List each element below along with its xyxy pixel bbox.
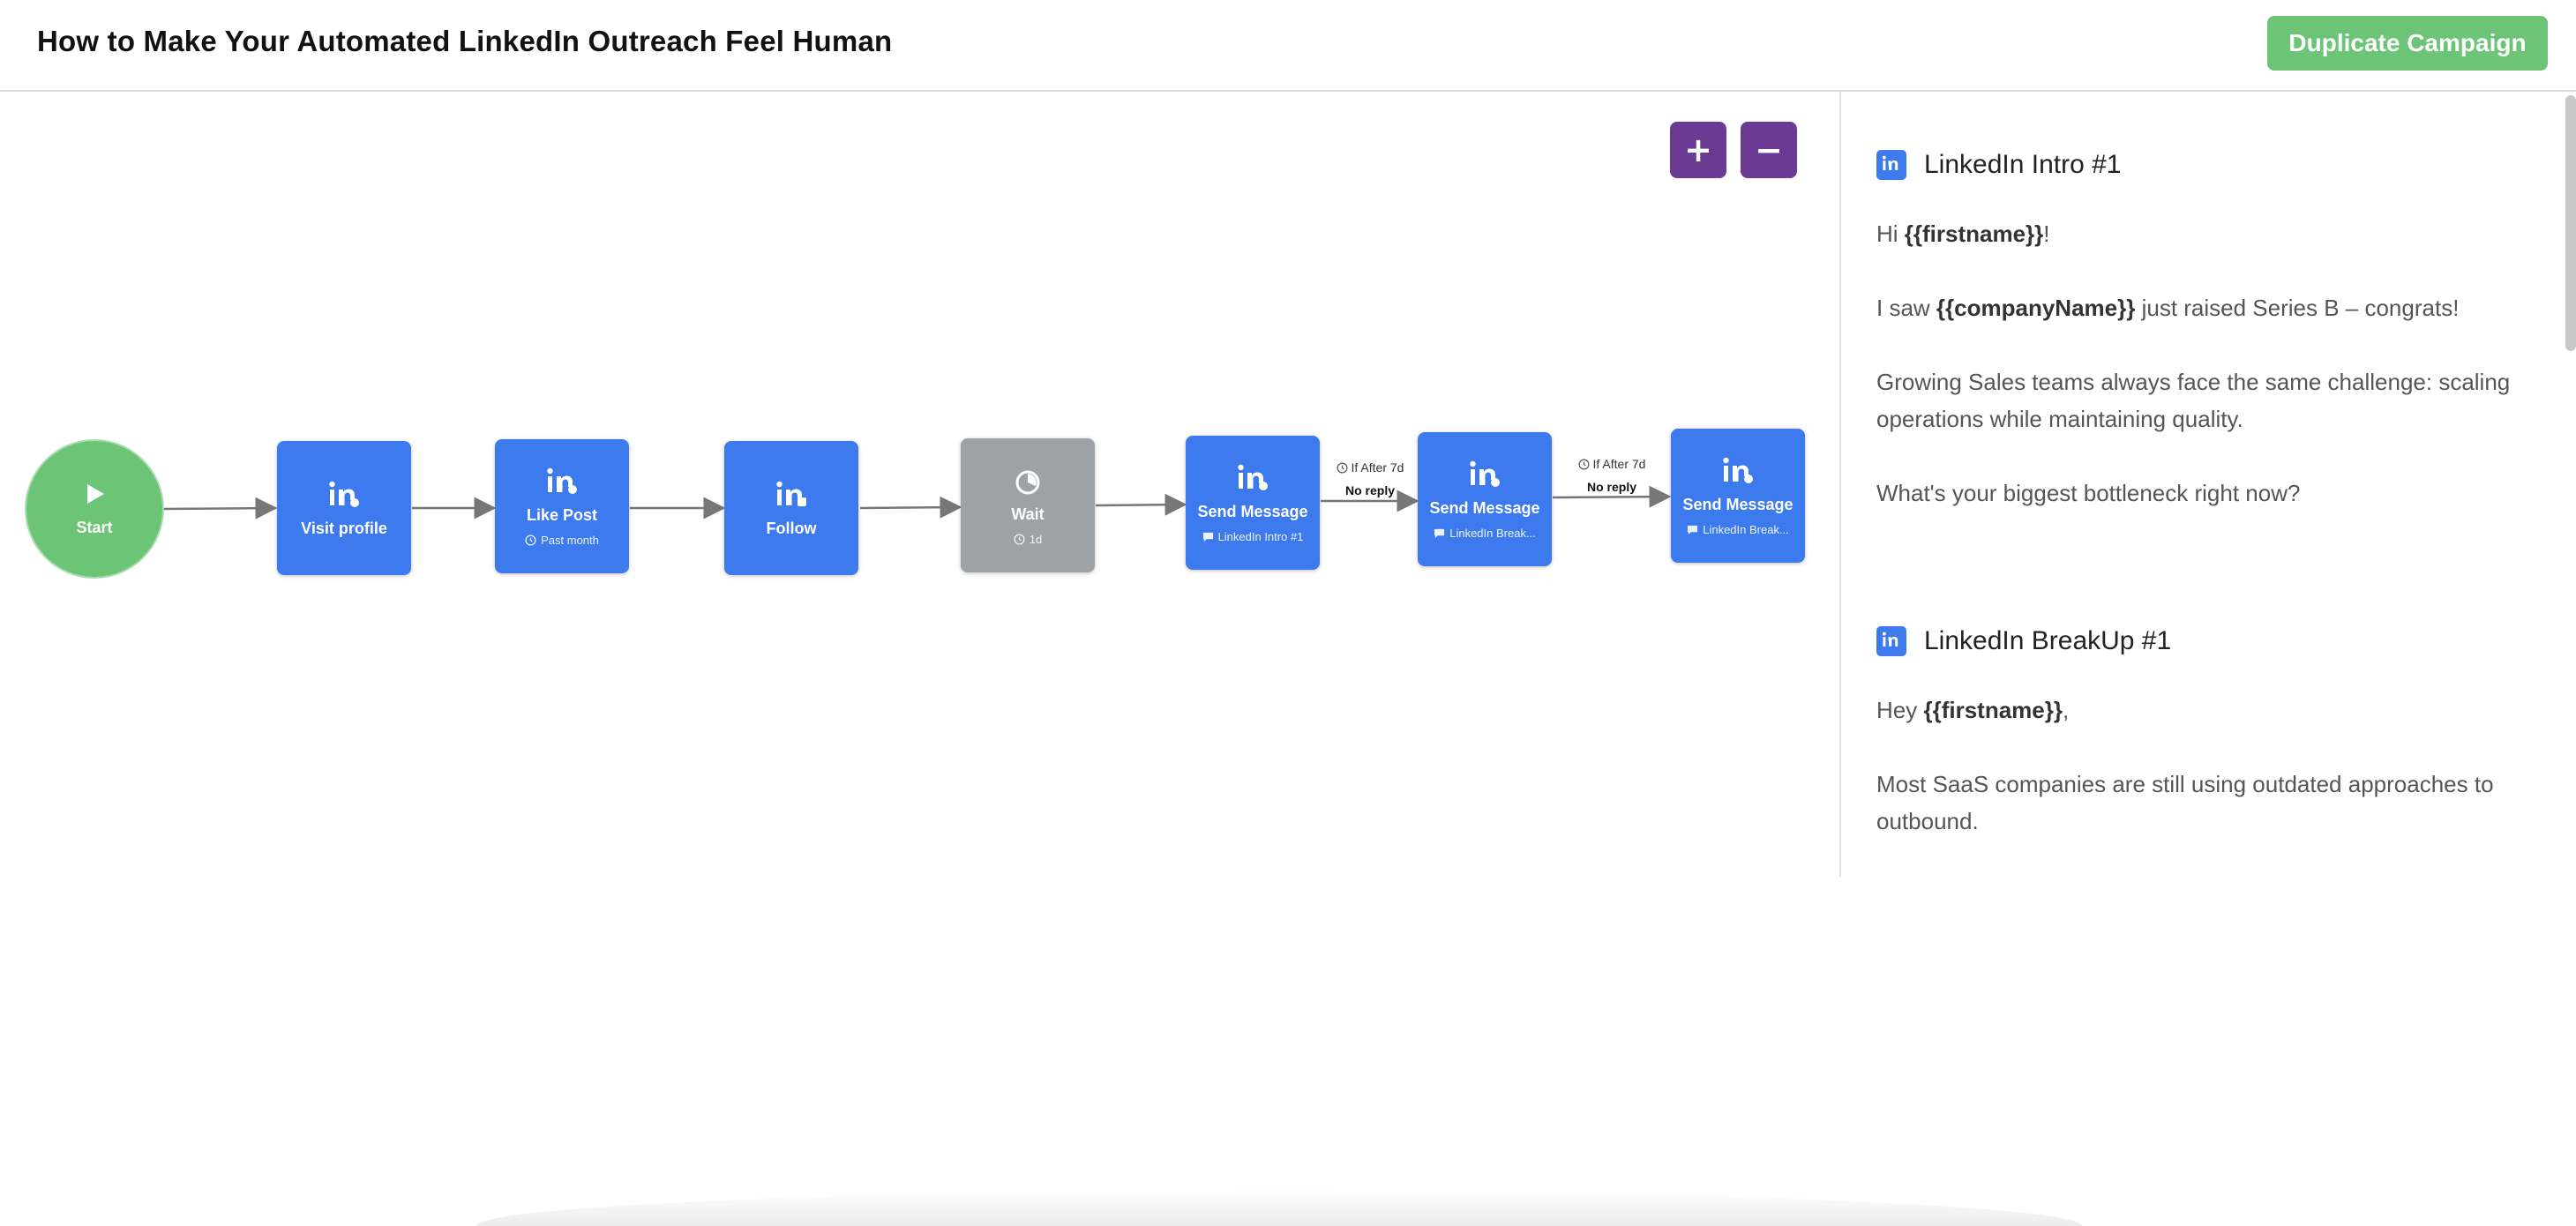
flow-canvas[interactable]: + − Start Visit profile Like Post bbox=[0, 92, 1840, 877]
edge-result: No reply bbox=[1344, 483, 1395, 497]
connector-start-visit bbox=[161, 497, 278, 520]
node-sub: LinkedIn Break... bbox=[1434, 527, 1536, 540]
page-title: How to Make Your Automated LinkedIn Outr… bbox=[37, 25, 893, 57]
play-icon bbox=[87, 483, 104, 504]
node-sub-text: LinkedIn Break... bbox=[1703, 523, 1789, 536]
message-line: Hey {{firstname}}, bbox=[1876, 697, 2070, 723]
message-line: Growing Sales teams always face the same… bbox=[1876, 369, 2511, 432]
node-sub: LinkedIn Intro #1 bbox=[1202, 530, 1304, 543]
message-line: I saw {{companyName}} just raised Series… bbox=[1876, 295, 2460, 321]
connector-follow-wait bbox=[859, 496, 962, 519]
panel-scrollbar[interactable] bbox=[2565, 95, 2576, 351]
node-sub-text: 1d bbox=[1029, 533, 1043, 546]
clock-icon bbox=[1014, 534, 1025, 545]
bottom-shadow bbox=[476, 1191, 2082, 1226]
edge-label-1: If After 7d No reply bbox=[1330, 460, 1410, 497]
edge-condition: If After 7d bbox=[1351, 460, 1404, 475]
message-title: LinkedIn Intro #1 bbox=[1924, 150, 2122, 179]
panel-divider bbox=[1839, 92, 1841, 877]
linkedin-icon bbox=[547, 467, 577, 494]
node-label: Wait bbox=[1011, 505, 1045, 523]
message-icon bbox=[1688, 525, 1698, 535]
clock-icon bbox=[525, 535, 536, 546]
message-title: LinkedIn BreakUp #1 bbox=[1924, 626, 2172, 655]
linkedin-icon bbox=[1876, 626, 1906, 656]
message-line: What's your biggest bottleneck right now… bbox=[1876, 480, 2301, 506]
node-label: Send Message bbox=[1197, 503, 1308, 520]
linkedin-icon bbox=[776, 481, 806, 506]
zoom-in-button[interactable]: + bbox=[1670, 122, 1726, 178]
edge-result: No reply bbox=[1586, 480, 1636, 494]
node-label: Send Message bbox=[1429, 499, 1540, 517]
node-label: Follow bbox=[766, 519, 817, 537]
zoom-out-button[interactable]: − bbox=[1741, 122, 1797, 178]
node-sub-text: LinkedIn Intro #1 bbox=[1217, 530, 1304, 543]
node-send-message-1[interactable]: Send Message LinkedIn Intro #1 bbox=[1186, 436, 1320, 570]
linkedin-icon bbox=[1723, 457, 1753, 483]
node-label: Send Message bbox=[1682, 496, 1793, 513]
node-visit-profile[interactable]: Visit profile bbox=[277, 441, 411, 575]
message-preview-panel[interactable]: LinkedIn Intro #1 Hi {{firstname}}! I sa… bbox=[1841, 92, 2576, 877]
node-send-message-3[interactable]: Send Message LinkedIn Break... bbox=[1671, 429, 1805, 563]
timer-icon bbox=[1015, 470, 1040, 495]
message-icon bbox=[1434, 528, 1445, 539]
node-sub: 1d bbox=[1014, 533, 1042, 546]
clock-icon bbox=[1578, 459, 1590, 469]
linkedin-icon bbox=[1876, 150, 1906, 180]
duplicate-campaign-button[interactable]: Duplicate Campaign bbox=[2267, 16, 2548, 71]
node-follow[interactable]: Follow bbox=[724, 441, 858, 575]
node-sub: LinkedIn Break... bbox=[1687, 523, 1789, 536]
message-line: Hi {{firstname}}! bbox=[1876, 221, 2050, 247]
node-send-message-2[interactable]: Send Message LinkedIn Break... bbox=[1418, 432, 1552, 566]
start-label: Start bbox=[76, 518, 113, 536]
node-label: Visit profile bbox=[301, 519, 387, 537]
message-header-1: LinkedIn Intro #1 bbox=[1876, 150, 2122, 180]
flow-connectors bbox=[161, 485, 1672, 520]
edge-condition: If After 7d bbox=[1592, 457, 1646, 471]
message-header-2: LinkedIn BreakUp #1 bbox=[1876, 626, 2171, 656]
node-label: Like Post bbox=[526, 506, 598, 524]
node-wait[interactable]: Wait 1d bbox=[961, 438, 1095, 572]
node-sub-text: Past month bbox=[541, 534, 599, 547]
top-bar: How to Make Your Automated LinkedIn Outr… bbox=[0, 0, 2576, 92]
clock-icon bbox=[1337, 462, 1348, 473]
node-sub-text: LinkedIn Break... bbox=[1449, 527, 1536, 540]
node-like-post[interactable]: Like Post Past month bbox=[495, 439, 629, 573]
start-node[interactable]: Start bbox=[26, 441, 162, 577]
edge-label-2: If After 7d No reply bbox=[1572, 457, 1651, 494]
linkedin-icon bbox=[329, 481, 359, 507]
linkedin-icon bbox=[1238, 464, 1268, 490]
message-line: Most SaaS companies are still using outd… bbox=[1876, 771, 2494, 834]
node-sub: Past month bbox=[525, 534, 599, 547]
linkedin-icon bbox=[1470, 460, 1500, 487]
message-icon bbox=[1202, 532, 1213, 542]
